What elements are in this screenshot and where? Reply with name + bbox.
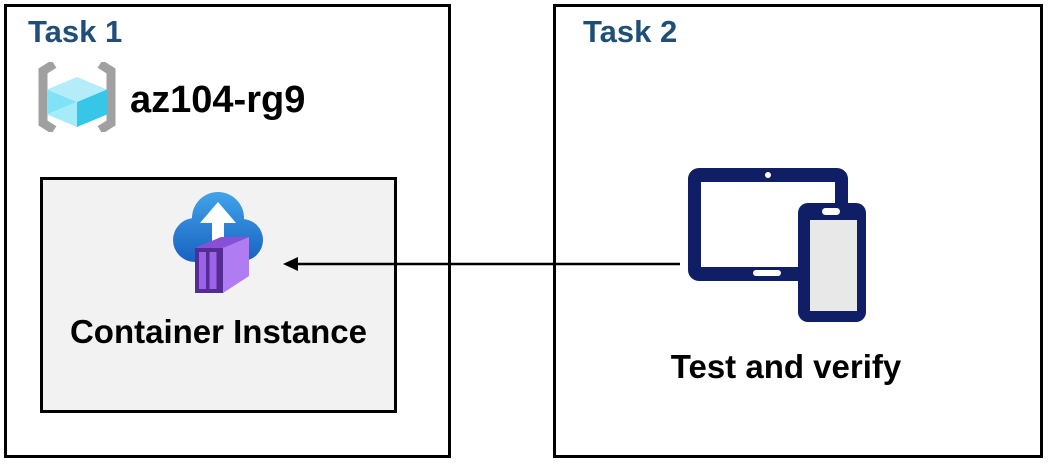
container-instance-label: Container Instance — [69, 313, 368, 350]
resource-group-icon — [38, 62, 116, 132]
arrow-head-icon — [283, 257, 298, 271]
connector-arrow — [283, 257, 680, 271]
devices-icon — [688, 168, 866, 322]
cube-icon — [47, 77, 107, 127]
task1-box: Task 1 az104-rg9 — [4, 4, 451, 458]
container-instance-card: Container Instance — [40, 177, 397, 413]
test-and-verify-label: Test and verify — [670, 348, 902, 385]
container-box-icon — [194, 237, 249, 293]
task2-title: Task 2 — [583, 14, 678, 49]
phone-speaker-icon — [822, 208, 840, 215]
bracket-left-icon — [38, 62, 57, 132]
tablet-camera-icon — [765, 172, 771, 178]
resource-group-name: az104-rg9 — [130, 79, 306, 121]
container-instances-icon — [172, 192, 263, 293]
phone-icon — [798, 203, 866, 322]
task2-box: Task 2 Test and verify — [553, 4, 1043, 458]
tablet-home-button-icon — [753, 270, 781, 276]
bracket-right-icon — [97, 62, 116, 132]
task1-title: Task 1 — [28, 14, 123, 49]
